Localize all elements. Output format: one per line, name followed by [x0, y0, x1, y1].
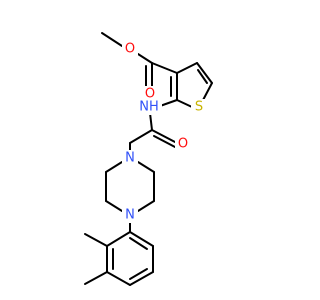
bond-s-c2 — [176, 99, 193, 108]
atom-o-carbonyl: O — [145, 87, 155, 102]
atom-nh: NH — [139, 100, 159, 115]
bond-ar-6 — [129, 231, 154, 247]
bond-o-carbonyl-c — [137, 53, 153, 64]
bond-nh-amide-c — [149, 112, 153, 131]
bond-c3-c4 — [176, 62, 198, 74]
bond-amide-double-b — [153, 135, 176, 148]
bond-amide-double-a — [151, 129, 176, 143]
bond-pip-3 — [137, 200, 155, 212]
bond-methyl-o — [101, 32, 123, 47]
atom-bg-o-ether — [122, 41, 138, 57]
atom-o-amide: O — [178, 137, 188, 152]
atom-o-ether: O — [125, 42, 135, 57]
bond-c5-s — [201, 82, 213, 103]
bond-pip-4 — [105, 200, 123, 212]
bonds — [84, 32, 213, 286]
bond-ar-6b — [129, 237, 148, 250]
bond-methyl-2 — [84, 233, 108, 247]
atom-bg-o-amide — [175, 136, 191, 152]
bond-carbonyl-c3 — [151, 62, 178, 74]
bond-pip-1 — [137, 161, 155, 173]
bond-ar-4b — [129, 268, 148, 280]
atom-bg-n-bottom — [122, 207, 138, 223]
bond-ar-1 — [106, 231, 131, 247]
bond-pip-6 — [105, 161, 123, 173]
atom-bg-o-carbonyl — [142, 86, 158, 102]
atom-s: S — [195, 100, 203, 115]
bond-methyl-3 — [84, 271, 108, 285]
bond-c4-c5-b — [197, 69, 208, 84]
bond-c2-nh — [159, 99, 178, 107]
atom-n-piperazine-bottom: N — [125, 208, 135, 223]
bond-ar-4 — [129, 271, 154, 286]
atom-bg-n-top — [122, 150, 138, 166]
bond-ar-3 — [106, 271, 131, 286]
bond-c4-c5-a — [196, 62, 213, 84]
molecule-structure: O O NH S O N N — [84, 32, 213, 286]
atom-labels: O O NH S O N N — [122, 41, 207, 223]
bond-amide-c-ch2 — [129, 129, 153, 144]
atom-bg-nh — [136, 99, 162, 115]
atom-bg-s — [191, 99, 207, 115]
atom-n-piperazine-top: N — [125, 151, 135, 166]
